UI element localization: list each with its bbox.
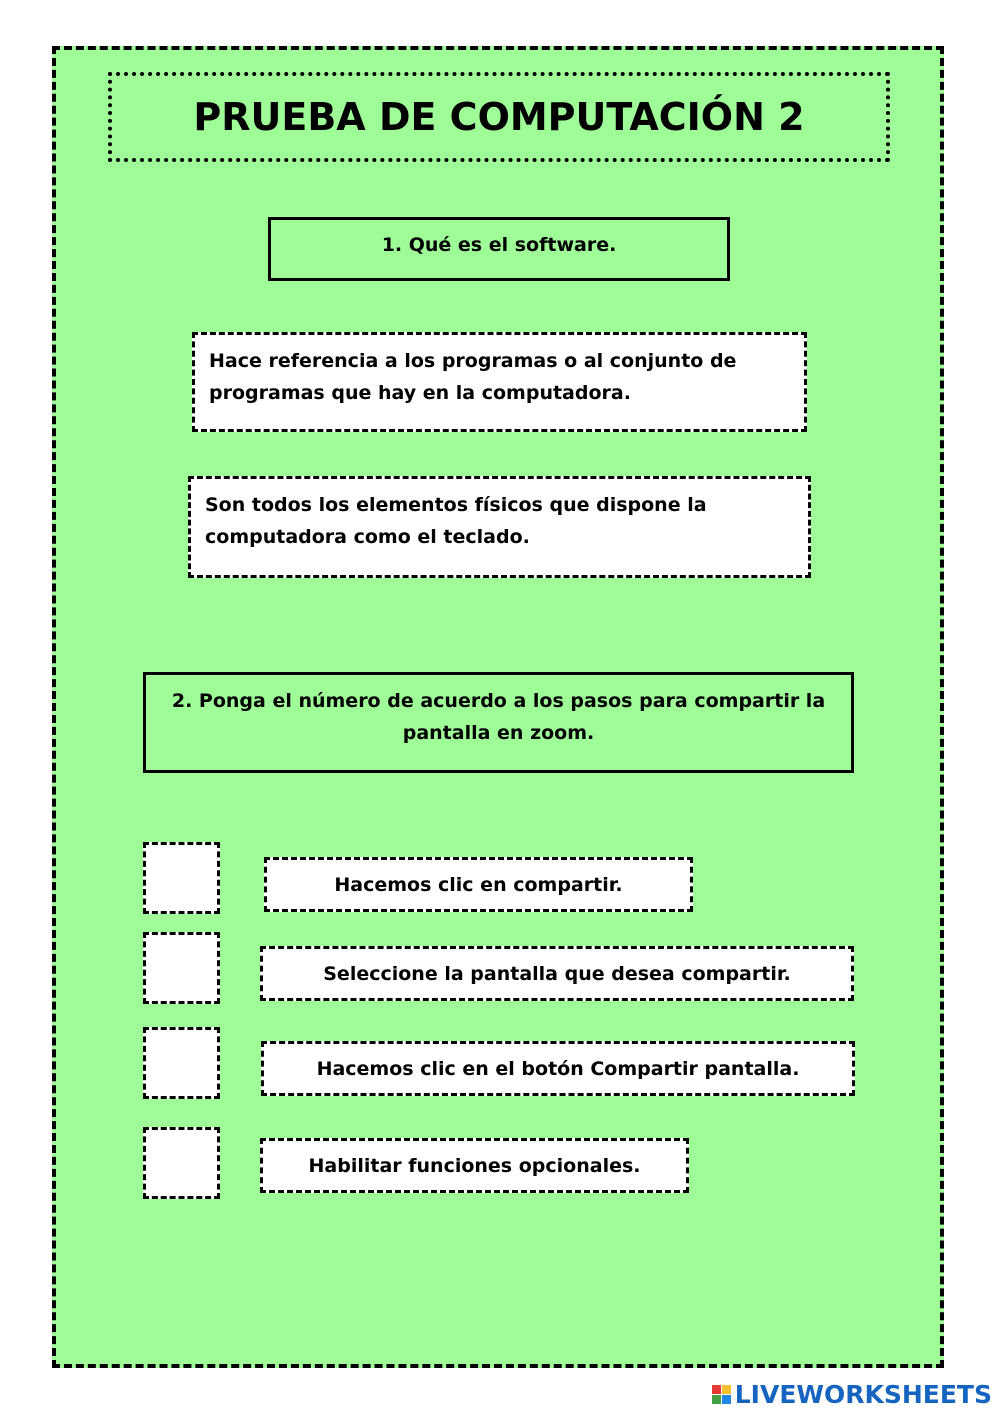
answer-option-2[interactable]: Son todos los elementos físicos que disp… bbox=[188, 476, 811, 578]
question-1-text: 1. Qué es el software. bbox=[381, 234, 617, 256]
question-1-prompt: 1. Qué es el software. bbox=[268, 217, 730, 281]
step-number-input-4[interactable] bbox=[143, 1127, 220, 1199]
answer-option-1-line-2: programas que hay en la computadora. bbox=[209, 382, 631, 404]
step-label-1: Hacemos clic en compartir. bbox=[264, 857, 693, 912]
answer-option-1-line-1: Hace referencia a los programas o al con… bbox=[209, 350, 737, 372]
title-frame: PRUEBA DE COMPUTACIÓN 2 bbox=[108, 72, 890, 162]
question-2-text-line-2: pantalla en zoom. bbox=[402, 722, 595, 744]
liveworksheets-logo-icon bbox=[711, 1385, 731, 1404]
question-2-text-line-1: 2. Ponga el número de acuerdo a los paso… bbox=[171, 690, 826, 712]
answer-option-2-line-1: Son todos los elementos físicos que disp… bbox=[205, 494, 707, 516]
step-label-2-text: Seleccione la pantalla que desea compart… bbox=[323, 962, 791, 985]
step-label-4: Habilitar funciones opcionales. bbox=[260, 1138, 689, 1193]
step-number-input-3[interactable] bbox=[143, 1027, 220, 1099]
question-2-prompt: 2. Ponga el número de acuerdo a los paso… bbox=[143, 672, 854, 773]
page-title: PRUEBA DE COMPUTACIÓN 2 bbox=[193, 95, 805, 139]
liveworksheets-logo[interactable]: LIVEWORKSHEETS bbox=[711, 1380, 992, 1409]
step-label-3: Hacemos clic en el botón Compartir panta… bbox=[261, 1041, 855, 1096]
step-number-input-2[interactable] bbox=[143, 932, 220, 1004]
answer-option-1[interactable]: Hace referencia a los programas o al con… bbox=[192, 332, 807, 432]
step-label-2: Seleccione la pantalla que desea compart… bbox=[260, 946, 854, 1001]
step-number-input-1[interactable] bbox=[143, 842, 220, 914]
liveworksheets-brand-text: LIVEWORKSHEETS bbox=[734, 1380, 992, 1409]
answer-option-2-line-2: computadora como el teclado. bbox=[205, 526, 530, 548]
step-label-1-text: Hacemos clic en compartir. bbox=[334, 873, 623, 896]
step-label-3-text: Hacemos clic en el botón Compartir panta… bbox=[316, 1057, 800, 1080]
step-label-4-text: Habilitar funciones opcionales. bbox=[308, 1154, 641, 1177]
